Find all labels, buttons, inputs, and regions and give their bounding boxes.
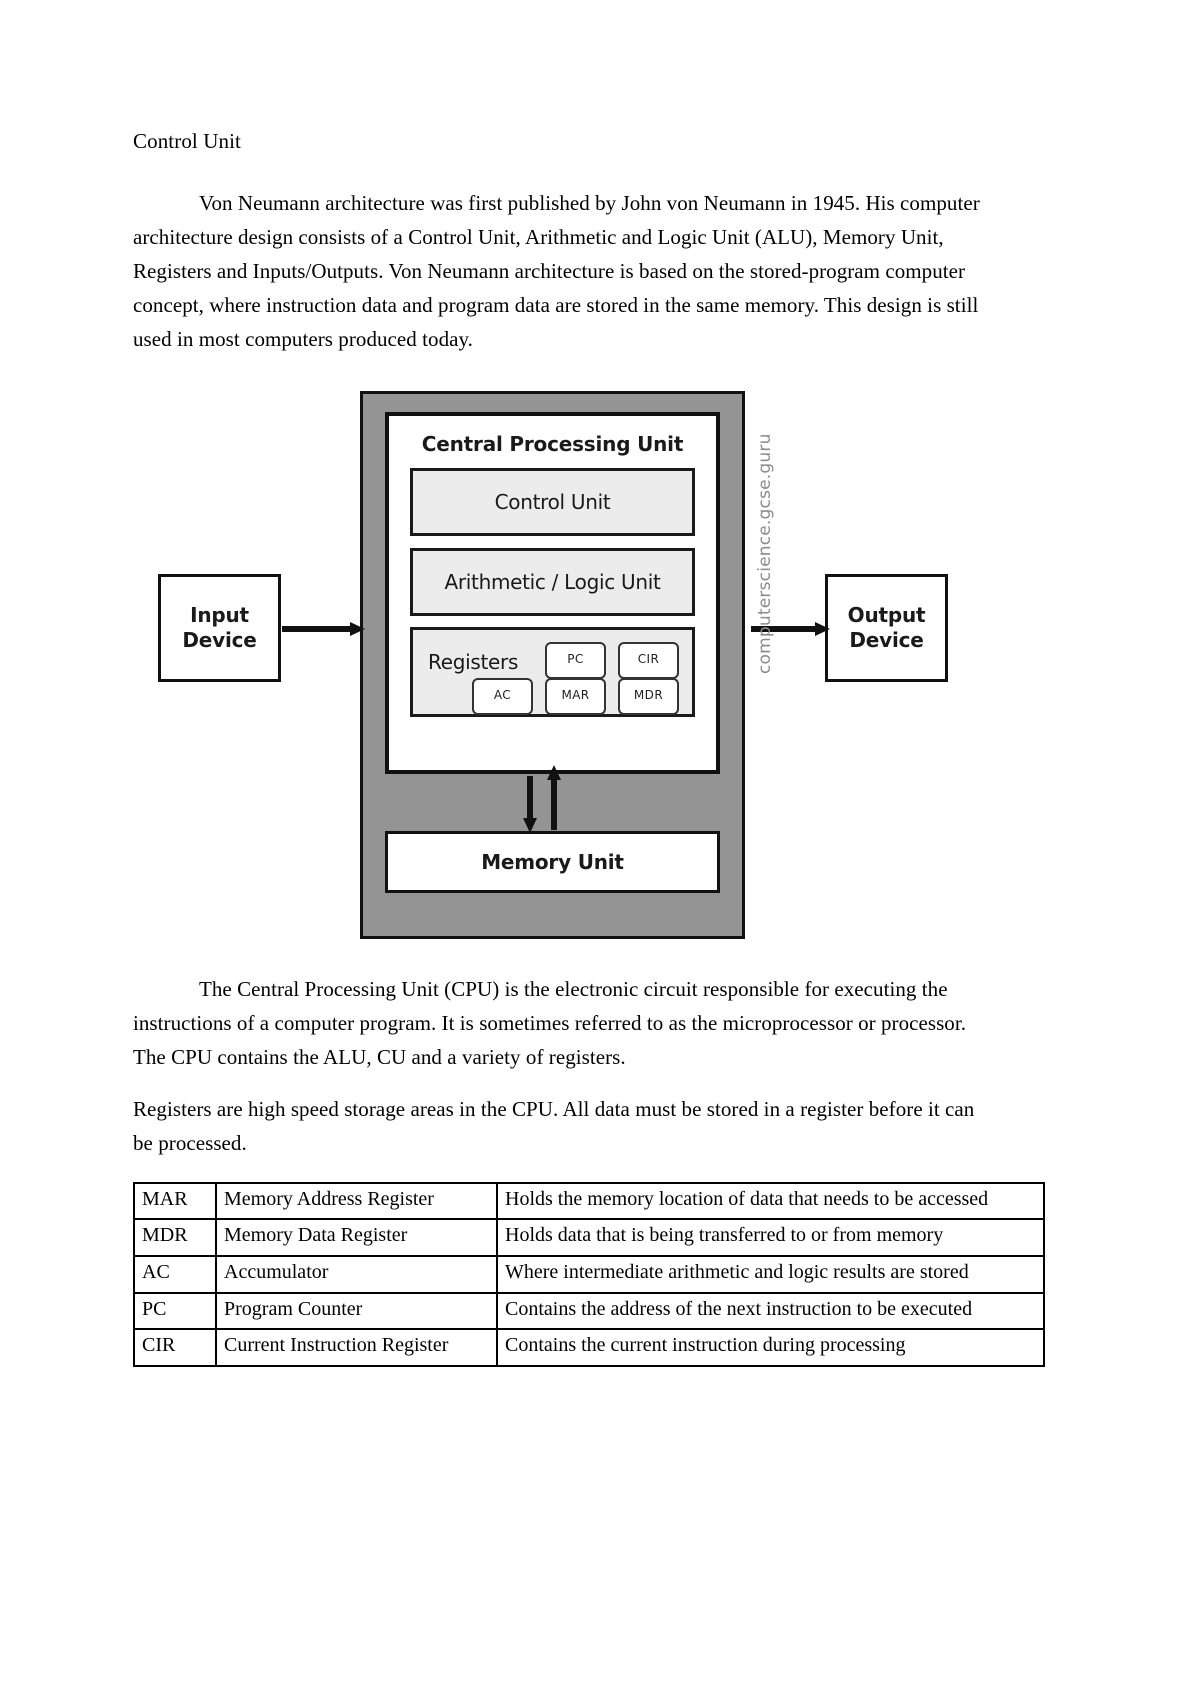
registers-box: Registers PC CIR AC MAR MDR bbox=[410, 626, 695, 717]
output-device-label-line1: Output bbox=[847, 603, 926, 628]
cell-desc: Contains the current instruction during … bbox=[496, 1328, 1045, 1367]
table-row: MDR Memory Data Register Holds data that… bbox=[133, 1218, 1045, 1258]
output-device-label-line2: Device bbox=[849, 627, 924, 652]
input-device-label-line2: Device bbox=[182, 627, 257, 652]
document-content: Control Unit Von Neumann architecture wa… bbox=[133, 128, 1045, 1367]
input-to-cpu-arrow-icon bbox=[282, 621, 365, 636]
registers-label: Registers bbox=[428, 649, 519, 674]
cell-abbr: AC bbox=[133, 1255, 217, 1294]
cell-name: Program Counter bbox=[215, 1291, 498, 1331]
input-device-box: Input Device bbox=[158, 573, 281, 682]
cell-name: Current Instruction Register bbox=[215, 1328, 498, 1367]
cell-abbr: MAR bbox=[133, 1181, 217, 1221]
paragraph-cpu: The Central Processing Unit (CPU) is the… bbox=[133, 976, 967, 1069]
output-device-box: Output Device bbox=[825, 573, 948, 682]
page-title: Control Unit bbox=[133, 129, 241, 153]
cell-name: Memory Data Register bbox=[215, 1218, 498, 1258]
cell-desc: Contains the address of the next instruc… bbox=[496, 1291, 1045, 1331]
control-unit-box: Control Unit bbox=[410, 467, 695, 536]
registers-table: MAR Memory Address Register Holds the me… bbox=[133, 1181, 1045, 1367]
table-row: MAR Memory Address Register Holds the me… bbox=[133, 1181, 1045, 1221]
cpu-to-output-arrow-icon bbox=[751, 621, 830, 636]
cell-abbr: MDR bbox=[133, 1218, 217, 1258]
input-device-label-line1: Input bbox=[190, 603, 249, 628]
cell-desc: Holds data that is being transferred to … bbox=[496, 1218, 1045, 1258]
memory-to-cpu-arrow-icon bbox=[547, 764, 561, 830]
register-chip-pc: PC bbox=[545, 641, 606, 679]
table-row: PC Program Counter Contains the address … bbox=[133, 1291, 1045, 1331]
von-neumann-architecture-diagram: Central Processing Unit Control Unit Ari… bbox=[133, 374, 995, 964]
cell-desc: Where intermediate arithmetic and logic … bbox=[496, 1255, 1045, 1294]
paragraph-registers: Registers are high speed storage areas i… bbox=[133, 1096, 975, 1155]
register-chip-mar: MAR bbox=[545, 677, 606, 715]
cell-desc: Holds the memory location of data that n… bbox=[496, 1181, 1045, 1221]
cell-abbr: PC bbox=[133, 1291, 217, 1331]
paragraph-von-neumann: Von Neumann architecture was first publi… bbox=[133, 190, 980, 351]
register-chip-ac: AC bbox=[472, 677, 533, 715]
cpu-title: Central Processing Unit bbox=[421, 431, 684, 456]
cell-name: Accumulator bbox=[215, 1255, 498, 1294]
cpu-container: Central Processing Unit Control Unit Ari… bbox=[385, 411, 720, 774]
cell-name: Memory Address Register bbox=[215, 1181, 498, 1221]
table-row: AC Accumulator Where intermediate arithm… bbox=[133, 1255, 1045, 1294]
cell-abbr: CIR bbox=[133, 1328, 217, 1367]
registers-table-body: MAR Memory Address Register Holds the me… bbox=[133, 1181, 1045, 1367]
memory-unit-box: Memory Unit bbox=[385, 830, 720, 893]
arithmetic-logic-unit-box: Arithmetic / Logic Unit bbox=[410, 547, 695, 616]
watermark-text: computerscience.gcse.guru bbox=[755, 433, 775, 674]
cpu-to-memory-arrow-icon bbox=[523, 775, 537, 833]
table-row: CIR Current Instruction Register Contain… bbox=[133, 1328, 1045, 1367]
register-chip-mdr: MDR bbox=[618, 677, 679, 715]
register-chip-cir: CIR bbox=[618, 641, 679, 679]
